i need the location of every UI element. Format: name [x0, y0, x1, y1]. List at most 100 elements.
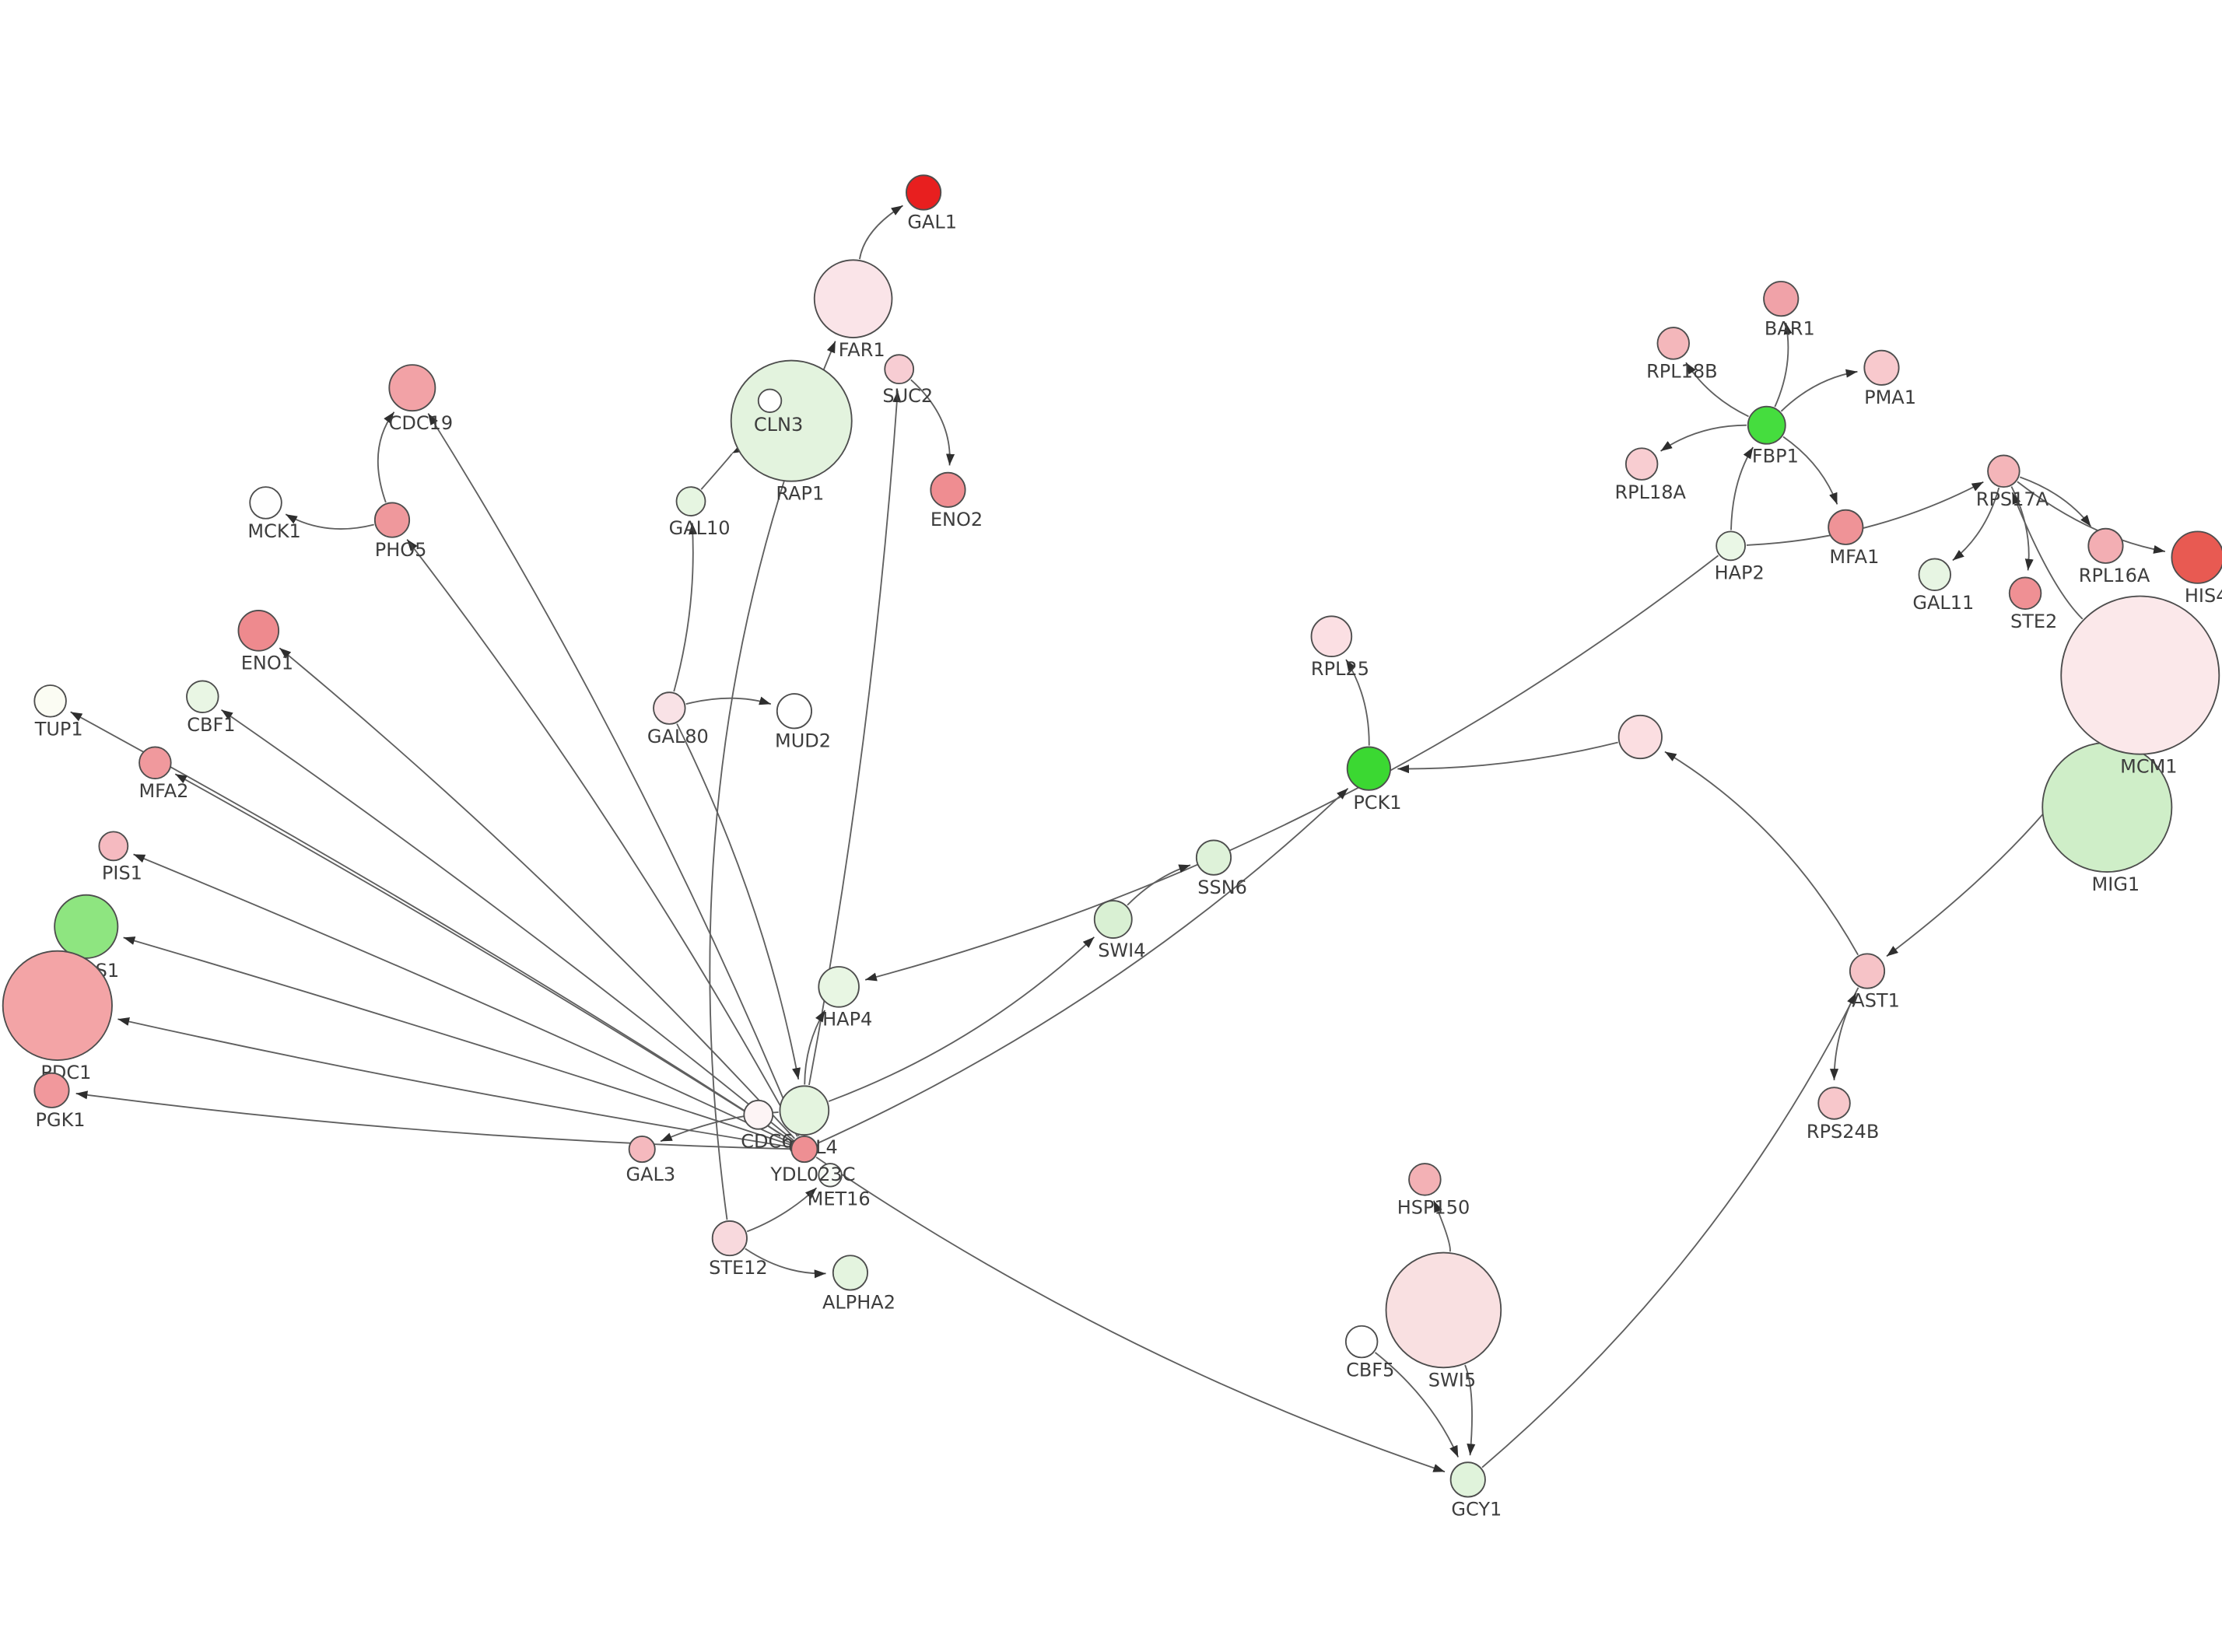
node-PGK1[interactable]: [33, 1072, 70, 1108]
edge-GCY1-AST1[interactable]: [1481, 992, 1857, 1468]
node-GCY1[interactable]: [1449, 1461, 1486, 1498]
node-BAR1[interactable]: [1763, 281, 1800, 317]
node-MCM1[interactable]: [2060, 595, 2220, 755]
node-PIS1[interactable]: [98, 831, 129, 862]
edge-HAP2-HAP4[interactable]: [864, 555, 1719, 982]
node-SWI5[interactable]: [1385, 1251, 1502, 1369]
edge-FBP1-PMA1[interactable]: [1780, 369, 1858, 412]
edge-FBP1-RPL18B[interactable]: [1685, 362, 1749, 418]
node-RPL25[interactable]: [1310, 615, 1353, 657]
node-GAL3[interactable]: [628, 1136, 656, 1164]
node-RPL18A[interactable]: [1624, 447, 1659, 481]
node-MFA2[interactable]: [138, 746, 172, 779]
node-TUP1[interactable]: [33, 684, 67, 718]
edge-NODE1-PCK1[interactable]: [1397, 741, 1618, 774]
node-CBF5[interactable]: [1344, 1325, 1379, 1359]
edge-GAL10-RAP1[interactable]: [700, 443, 745, 490]
edge-AST1-NODE1[interactable]: [1664, 751, 1859, 956]
edge-YDL023C-PDC1[interactable]: [117, 1017, 790, 1148]
node-CDC6[interactable]: [743, 1099, 774, 1130]
node-STE12[interactable]: [711, 1220, 748, 1257]
node-SUC2[interactable]: [884, 354, 915, 385]
node-ENO1[interactable]: [237, 610, 280, 652]
node-FAR1[interactable]: [813, 259, 893, 338]
edge-PHO5-CDC19[interactable]: [377, 411, 395, 503]
edge-YDL023C-TUP1[interactable]: [70, 711, 793, 1143]
node-HAP2[interactable]: [1716, 530, 1746, 562]
edge-YDL023C-GCY1[interactable]: [815, 1157, 1446, 1473]
edge-STE12-MET16[interactable]: [746, 1187, 818, 1233]
edge-YDL023C-PCK1[interactable]: [817, 787, 1349, 1144]
node-label-MFA1: MFA1: [1829, 546, 1879, 568]
node-GAL10[interactable]: [675, 486, 706, 516]
node-GAL11[interactable]: [1918, 558, 1951, 592]
edge-GAL4-SWI4[interactable]: [828, 936, 1095, 1102]
edge-CBF5-GCY1[interactable]: [1374, 1352, 1460, 1458]
node-MCK1[interactable]: [249, 486, 282, 520]
node-CLN3[interactable]: [757, 388, 783, 413]
node-GAL80[interactable]: [653, 691, 686, 725]
edge-FAR1-GAL1[interactable]: [859, 205, 903, 260]
node-HAP4[interactable]: [818, 966, 860, 1008]
node-HIS4[interactable]: [2171, 530, 2222, 584]
edge-YDL023C-RAS1[interactable]: [123, 936, 791, 1146]
node-NODE1[interactable]: [1617, 714, 1663, 760]
node-RPS17A[interactable]: [1987, 454, 2020, 488]
edge-SWI5-GCY1[interactable]: [1464, 1364, 1476, 1456]
edge-STE12-ALPHA2[interactable]: [745, 1248, 826, 1279]
node-RPS24B[interactable]: [1817, 1087, 1851, 1120]
edge-RPS17A-RPL16A[interactable]: [2019, 476, 2092, 527]
edge-YDL023C-CDC19[interactable]: [427, 413, 800, 1136]
edge-YDL023C-PIS1[interactable]: [133, 853, 792, 1144]
edge-YDL023C-PGK1[interactable]: [75, 1090, 790, 1150]
node-PDC1[interactable]: [2, 950, 113, 1061]
node-PCK1[interactable]: [1346, 746, 1391, 791]
node-FBP1[interactable]: [1747, 405, 1786, 445]
node-label-MUD2: MUD2: [775, 730, 831, 751]
node-ALPHA2[interactable]: [832, 1255, 868, 1291]
node-AST1[interactable]: [1849, 953, 1886, 989]
node-CBF1[interactable]: [186, 680, 219, 714]
edge-GAL80-GAL10[interactable]: [673, 523, 698, 692]
edge-FBP1-BAR1[interactable]: [1774, 322, 1793, 408]
node-HSP150[interactable]: [1408, 1163, 1442, 1196]
edge-HAP2-RPS17A[interactable]: [1746, 481, 1984, 546]
node-RPL18B[interactable]: [1656, 327, 1690, 360]
edge-FBP1-MFA1[interactable]: [1782, 436, 1838, 505]
edge-MCM1-RPS17A[interactable]: [2011, 492, 2084, 620]
node-STE2[interactable]: [2008, 576, 2042, 611]
node-ENO2[interactable]: [930, 471, 966, 508]
edge-HAP2-FBP1[interactable]: [1730, 446, 1754, 530]
node-CDC19[interactable]: [388, 364, 436, 412]
node-RPL16A[interactable]: [2087, 527, 2124, 564]
node-RAP1[interactable]: [730, 359, 853, 482]
node-YDL023C[interactable]: [790, 1136, 818, 1164]
edge-SWI4-SSN6[interactable]: [1127, 864, 1191, 906]
edge-FBP1-RPL18A[interactable]: [1660, 424, 1747, 452]
node-MET16[interactable]: [818, 1163, 843, 1188]
node-GAL1[interactable]: [906, 174, 942, 211]
node-PHO5[interactable]: [373, 502, 411, 538]
edge-YDL023C-ENO1[interactable]: [279, 647, 795, 1139]
node-SWI4[interactable]: [1093, 900, 1133, 939]
node-MFA1[interactable]: [1828, 509, 1864, 545]
edge-RPS17A-GAL11[interactable]: [1952, 487, 2000, 562]
edge-PCK1-RPL25[interactable]: [1345, 659, 1370, 746]
edge-SUC2-ENO2[interactable]: [910, 379, 955, 466]
edge-RPS17A-HIS4[interactable]: [2017, 481, 2166, 554]
edge-YDL023C-MFA2[interactable]: [174, 773, 793, 1143]
node-label-CBF5: CBF5: [1346, 1359, 1394, 1381]
node-MUD2[interactable]: [776, 693, 812, 730]
node-GAL4[interactable]: [779, 1085, 830, 1136]
edge-GAL4-HAP4[interactable]: [804, 1010, 826, 1085]
node-PMA1[interactable]: [1863, 349, 1900, 386]
edge-SWI5-HSP150[interactable]: [1432, 1200, 1451, 1252]
node-RAS1[interactable]: [54, 894, 119, 959]
node-SSN6[interactable]: [1195, 839, 1232, 876]
edge-YDL023C-PHO5[interactable]: [406, 538, 798, 1137]
edge-YDL023C-CBF1[interactable]: [220, 709, 794, 1141]
edge-PHO5-MCK1[interactable]: [285, 513, 374, 530]
edge-GAL80-MUD2[interactable]: [685, 696, 772, 705]
edge-GAL80-GAL4[interactable]: [676, 723, 801, 1080]
